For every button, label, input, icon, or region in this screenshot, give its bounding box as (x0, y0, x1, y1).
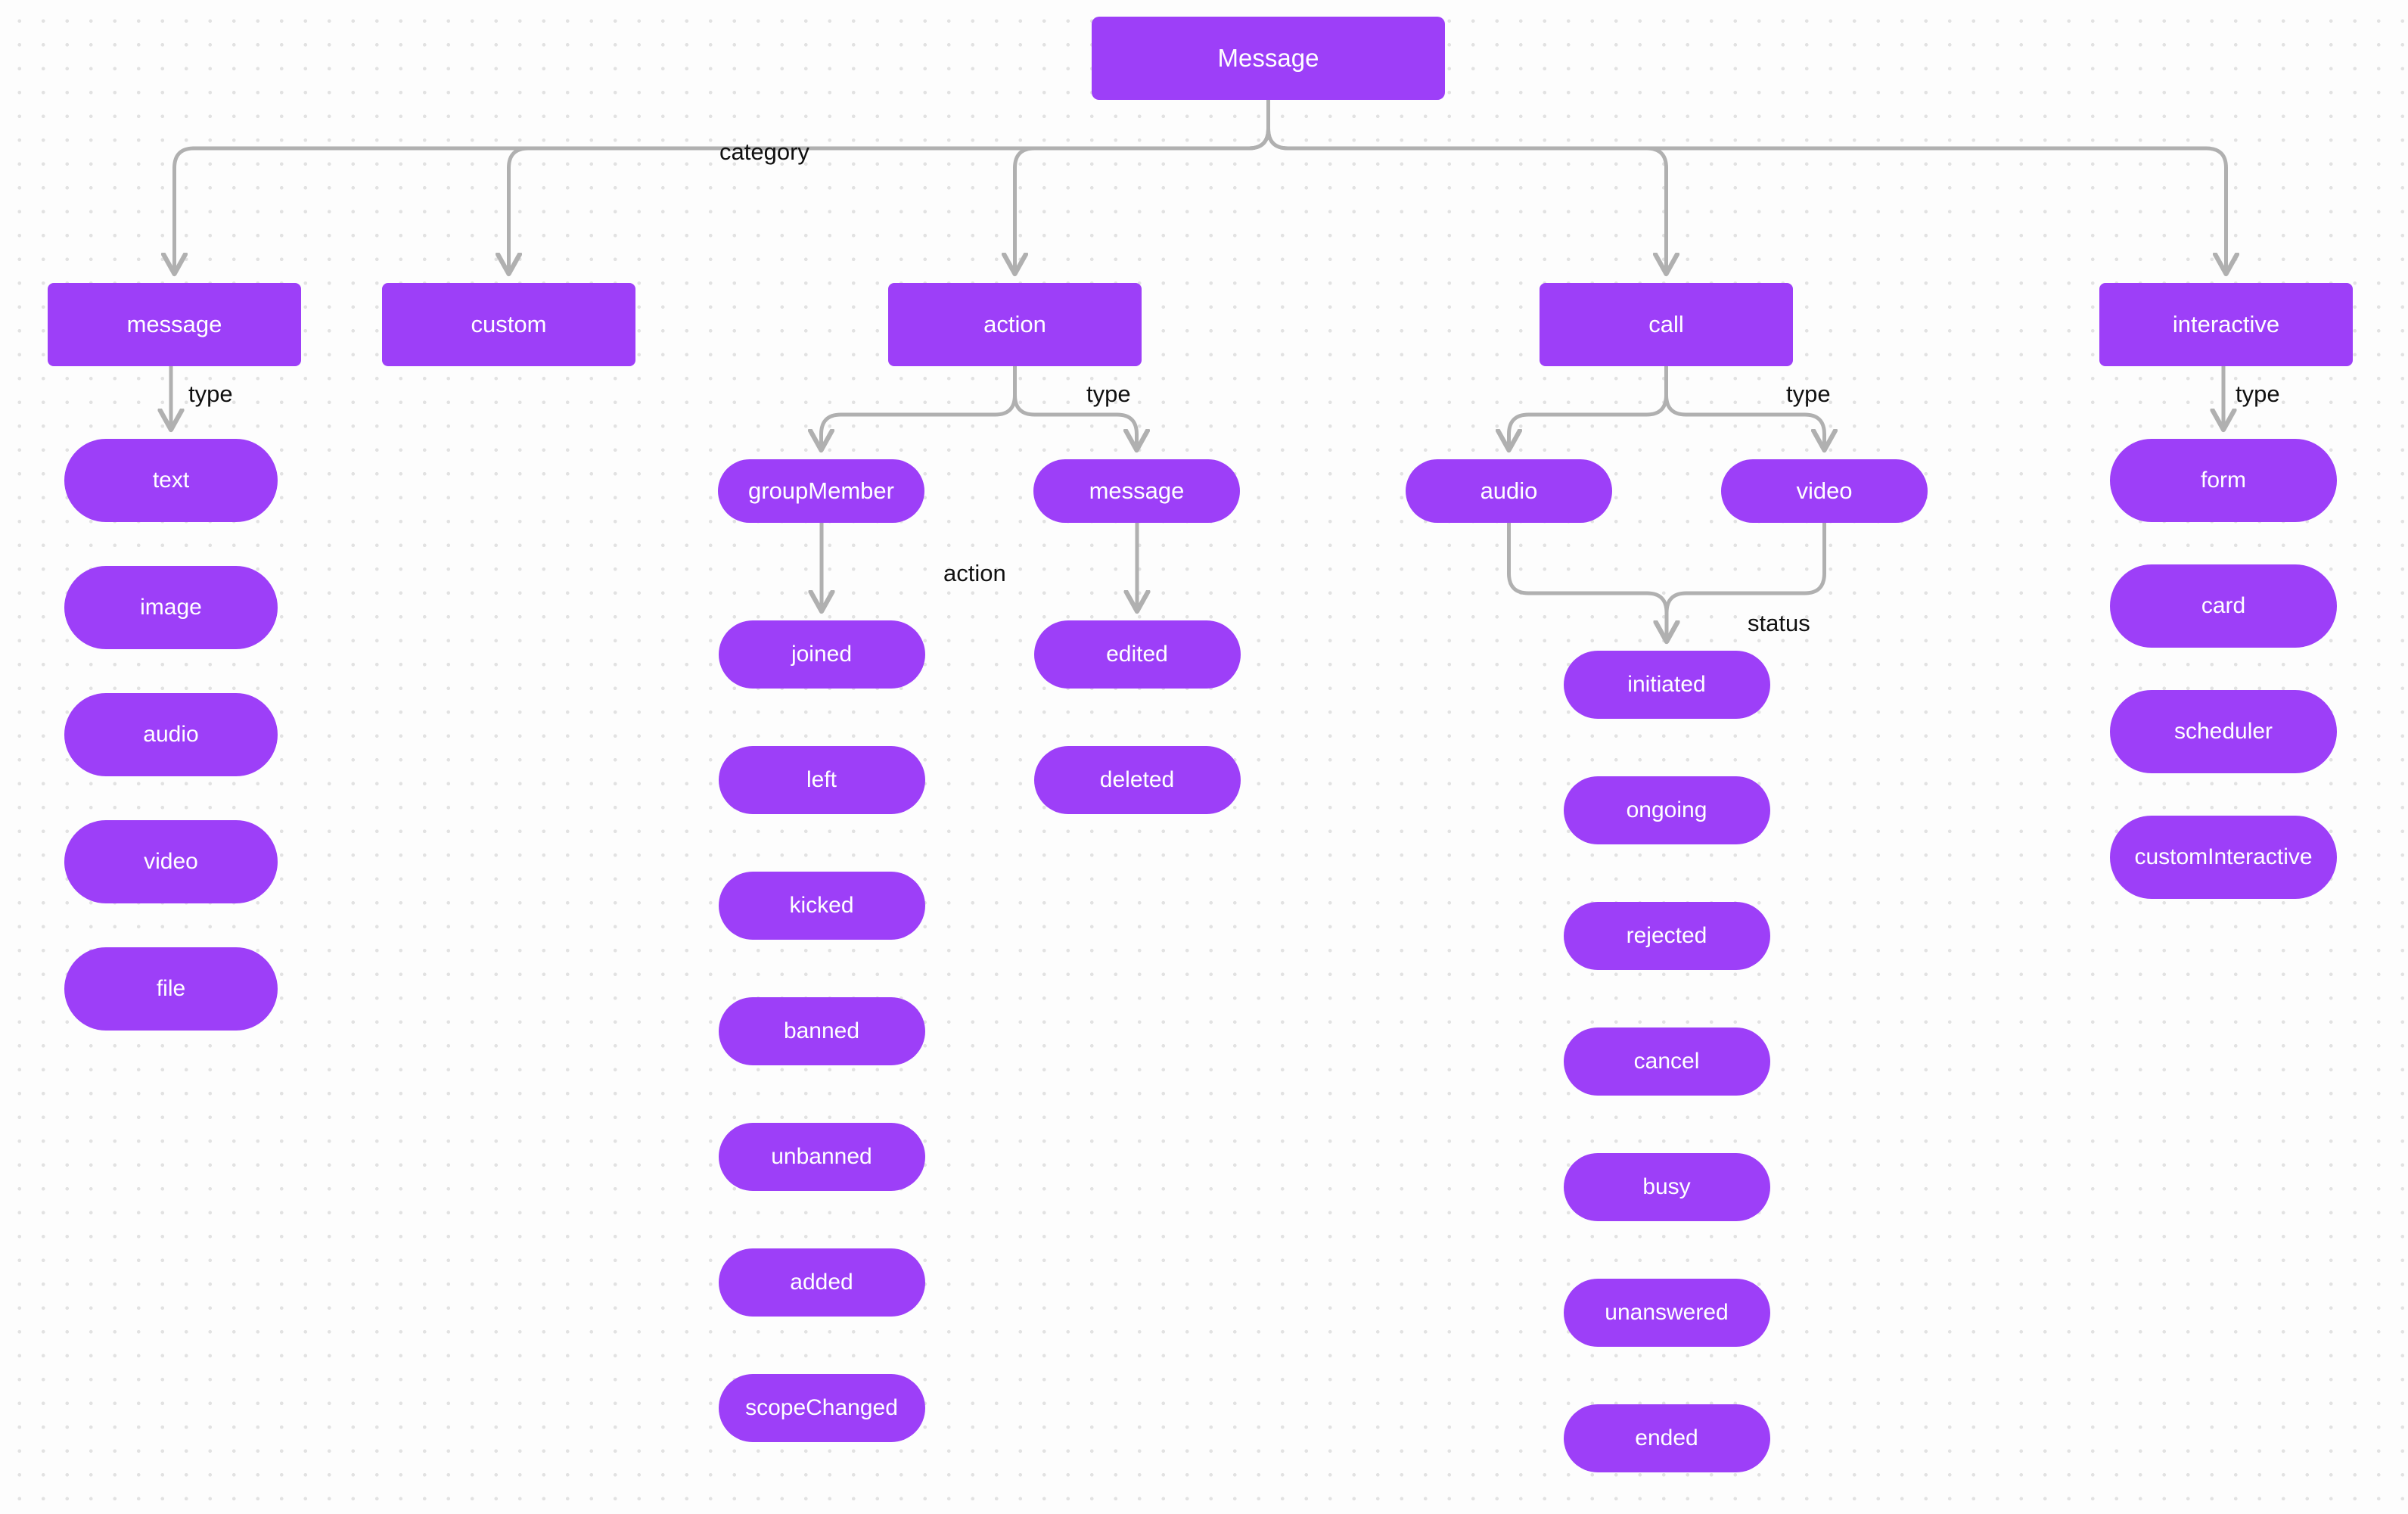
node-label: call (1648, 311, 1684, 338)
edge-label-lbl-category: category (719, 138, 809, 165)
node-action-message[interactable]: message (1033, 459, 1240, 523)
edge-call-audio-to-cs-initiated (1507, 521, 1667, 640)
node-label: video (1796, 477, 1853, 505)
node-label: action (983, 311, 1046, 338)
node-label: ongoing (1626, 797, 1707, 822)
edge-label-lbl-action-groupmember: action (943, 560, 1006, 586)
node-label: rejected (1626, 922, 1707, 948)
edge-call-to-call-audio (1509, 364, 1668, 449)
node-gm-banned[interactable]: banned (718, 997, 925, 1065)
node-ma-edited[interactable]: edited (1033, 620, 1241, 689)
edge-label-lbl-type-interactive: type (2236, 381, 2280, 407)
edge-root-to-interactive (1266, 98, 2226, 272)
node-message-file[interactable]: file (64, 947, 278, 1031)
edge-root-to-custom (509, 98, 1270, 272)
edge-root-to-message (175, 98, 1270, 272)
node-cs-initiated[interactable]: initiated (1563, 651, 1770, 719)
node-call-audio[interactable]: audio (1406, 459, 1612, 523)
node-label: unbanned (771, 1143, 872, 1169)
node-label: edited (1106, 641, 1168, 667)
node-gm-scopechanged[interactable]: scopeChanged (718, 1374, 925, 1442)
node-action-groupmember[interactable]: groupMember (718, 459, 924, 523)
node-label: joined (791, 641, 853, 667)
node-it-card[interactable]: card (2110, 564, 2337, 648)
node-label: file (156, 975, 186, 1001)
node-label: message (1089, 477, 1185, 505)
node-it-scheduler[interactable]: scheduler (2110, 690, 2337, 773)
node-label: card (2201, 592, 2246, 618)
node-label: added (790, 1269, 853, 1295)
node-cs-busy[interactable]: busy (1563, 1153, 1770, 1221)
node-message-video[interactable]: video (64, 820, 278, 903)
node-label: left (806, 766, 837, 792)
edge-root-to-call (1266, 98, 1667, 272)
node-message-audio[interactable]: audio (64, 693, 278, 776)
node-root[interactable]: Message (1092, 17, 1445, 100)
node-label: scopeChanged (745, 1394, 898, 1420)
edge-action-to-action-message (1013, 364, 1137, 449)
node-label: form (2201, 467, 2246, 493)
node-cs-cancel[interactable]: cancel (1563, 1027, 1770, 1096)
node-label: groupMember (748, 477, 894, 505)
node-action[interactable]: action (888, 283, 1142, 366)
node-it-form[interactable]: form (2110, 439, 2337, 522)
node-gm-left[interactable]: left (718, 746, 925, 814)
edge-root-to-action (1015, 98, 1270, 272)
node-custom[interactable]: custom (382, 283, 635, 366)
node-message-text[interactable]: text (64, 439, 278, 522)
node-label: banned (783, 1018, 860, 1043)
node-label: kicked (789, 892, 854, 918)
edge-label-lbl-type-call: type (1786, 381, 1831, 407)
node-label: cancel (1633, 1048, 1700, 1074)
node-label: audio (1480, 477, 1538, 505)
edge-label-lbl-status-call: status (1748, 610, 1810, 636)
node-gm-kicked[interactable]: kicked (718, 872, 925, 940)
node-cs-rejected[interactable]: rejected (1563, 902, 1770, 970)
node-label: custom (471, 311, 547, 338)
node-label: scheduler (2173, 718, 2273, 744)
node-label: customInteractive (2134, 844, 2313, 869)
edge-call-to-call-video (1664, 364, 1825, 449)
node-label: audio (143, 721, 199, 747)
node-label: initiated (1627, 671, 1706, 697)
node-gm-unbanned[interactable]: unbanned (718, 1123, 925, 1191)
node-label: ended (1635, 1425, 1698, 1450)
node-label: unanswered (1605, 1299, 1729, 1325)
node-label: Message (1217, 44, 1319, 73)
node-gm-joined[interactable]: joined (718, 620, 925, 689)
node-label: deleted (1099, 766, 1175, 792)
node-message-image[interactable]: image (64, 566, 278, 649)
node-cs-ongoing[interactable]: ongoing (1563, 776, 1770, 844)
node-call-video[interactable]: video (1721, 459, 1928, 523)
node-label: message (126, 311, 222, 338)
edge-action-to-action-groupmember (822, 364, 1017, 449)
node-label: busy (1642, 1174, 1691, 1199)
edge-label-lbl-type-action: type (1086, 381, 1131, 407)
node-label: interactive (2172, 311, 2280, 338)
node-it-custominteractive[interactable]: customInteractive (2110, 816, 2337, 899)
node-cs-ended[interactable]: ended (1563, 1404, 1770, 1472)
edge-label-lbl-type-message: type (188, 381, 233, 407)
node-interactive[interactable]: interactive (2099, 283, 2353, 366)
node-label: image (140, 594, 202, 620)
node-label: video (144, 848, 198, 874)
edge-paths (171, 98, 2226, 640)
node-gm-added[interactable]: added (718, 1248, 925, 1317)
node-call[interactable]: call (1540, 283, 1793, 366)
node-message[interactable]: message (48, 283, 301, 366)
node-cs-unanswered[interactable]: unanswered (1563, 1279, 1770, 1347)
node-ma-deleted[interactable]: deleted (1033, 746, 1241, 814)
node-label: text (152, 467, 190, 493)
